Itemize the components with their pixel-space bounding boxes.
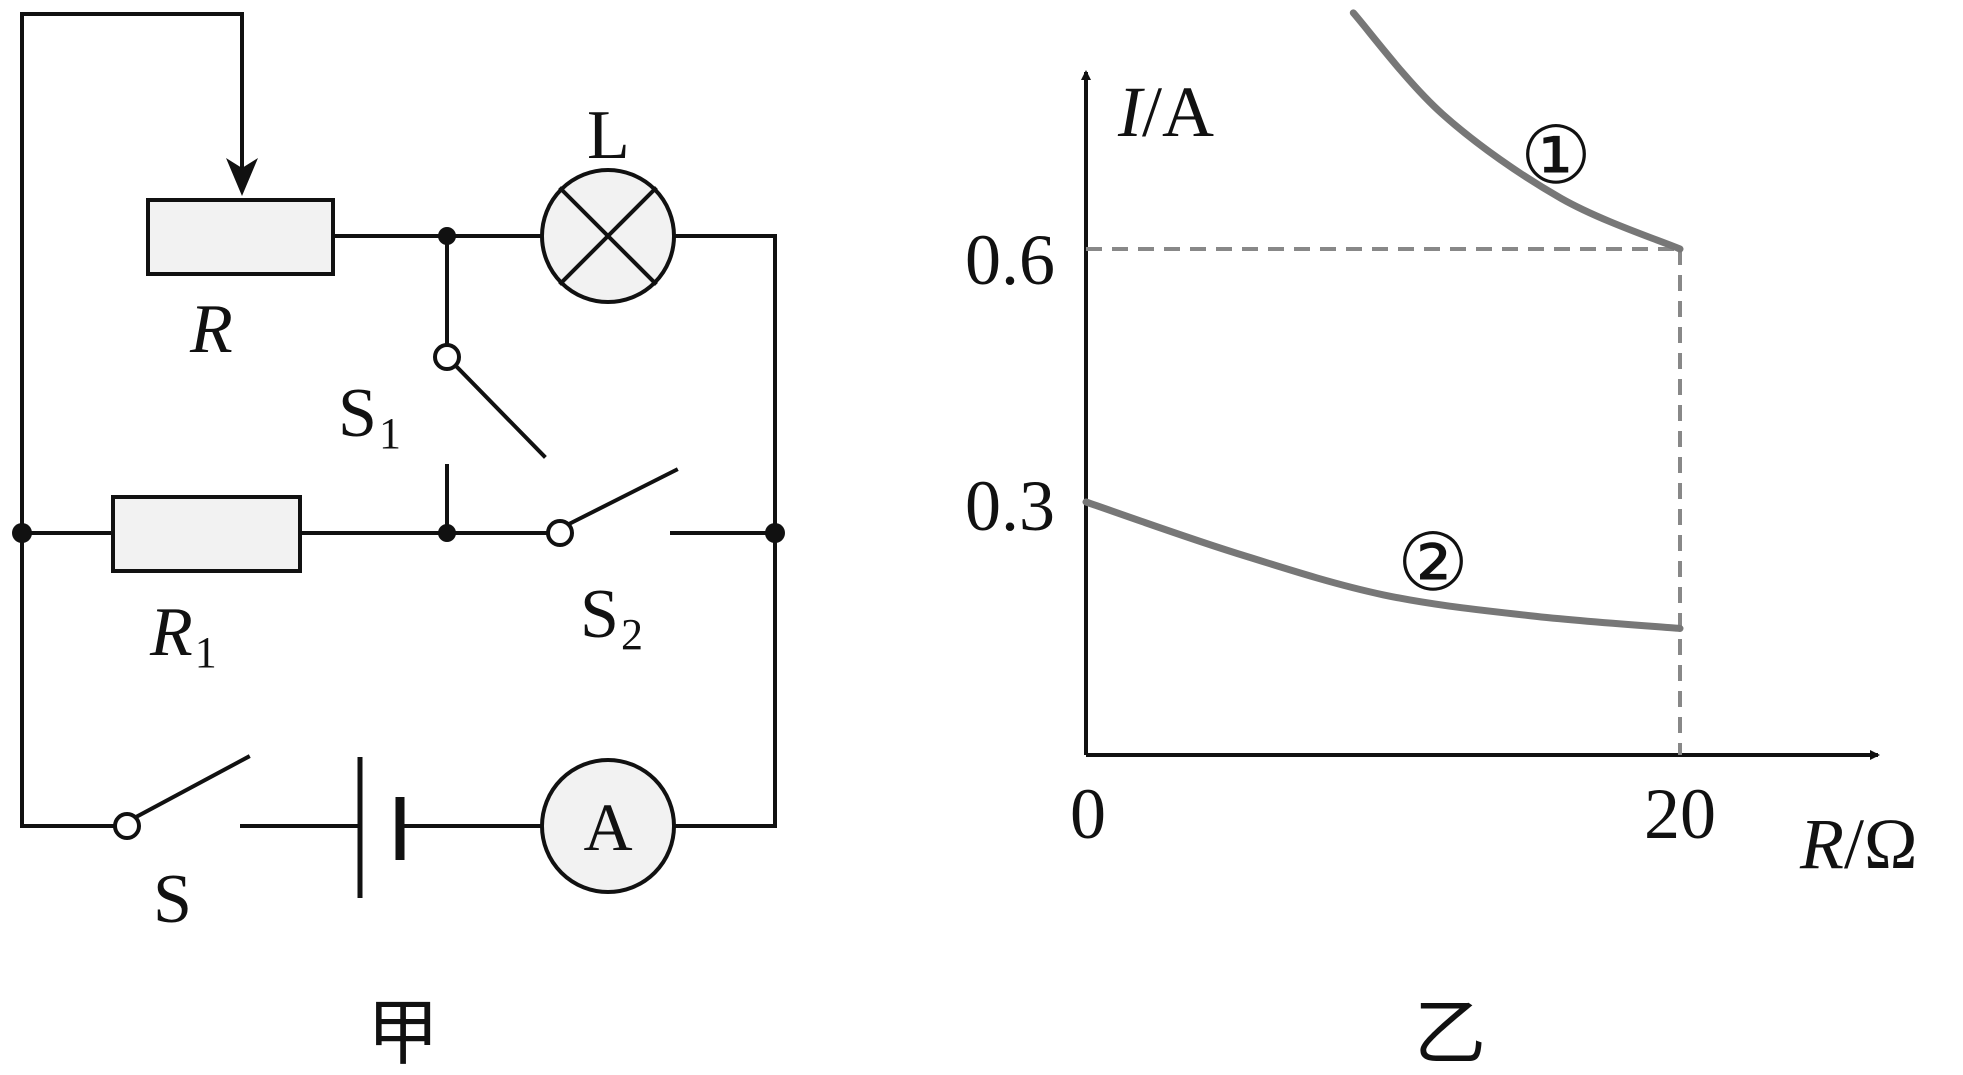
ammeter-label: A bbox=[583, 789, 632, 865]
switch-s2 bbox=[546, 467, 777, 547]
y-tick-label: 0.6 bbox=[965, 220, 1055, 300]
lamp bbox=[540, 168, 676, 304]
y-tick-label: 0.3 bbox=[965, 466, 1055, 546]
curve-label: ② bbox=[1397, 520, 1469, 608]
circuit-diagram: A R L S1 R1 S2 S 甲 bbox=[12, 12, 785, 1074]
ammeter: A bbox=[540, 758, 676, 894]
switch-s1 bbox=[433, 234, 547, 535]
curves bbox=[1082, 9, 1684, 632]
rheostat-label: R bbox=[189, 291, 233, 368]
junction-mid bbox=[438, 524, 456, 542]
resistor-r1-label: R1 bbox=[149, 594, 217, 677]
origin-label: 0 bbox=[1070, 774, 1106, 854]
rheostat-body bbox=[146, 198, 335, 276]
switch-s2-label: S2 bbox=[580, 576, 643, 659]
graph-caption: 乙 bbox=[1414, 994, 1486, 1074]
battery bbox=[357, 757, 405, 898]
switch-main-label: S bbox=[153, 861, 192, 938]
resistor-r1-body bbox=[111, 495, 302, 573]
lamp-label: L bbox=[587, 97, 630, 174]
curve-label: ① bbox=[1520, 113, 1592, 201]
switch-s1-label: S1 bbox=[338, 375, 401, 458]
graph: I/A R/Ω 0 20 0.6 0.3 ① ② 乙 bbox=[965, 9, 1918, 1074]
x-axis-label: R/Ω bbox=[1799, 804, 1918, 884]
curve-2 bbox=[1082, 498, 1684, 632]
right-wire-top bbox=[672, 234, 777, 535]
x-tick-label: 20 bbox=[1644, 774, 1716, 854]
y-axis-label: I/A bbox=[1117, 72, 1214, 152]
rheostat-slider bbox=[20, 12, 258, 535]
switch-main bbox=[113, 754, 251, 840]
guide-lines bbox=[1086, 247, 1682, 755]
curve-1 bbox=[1349, 9, 1684, 253]
circuit-caption: 甲 bbox=[367, 994, 439, 1074]
